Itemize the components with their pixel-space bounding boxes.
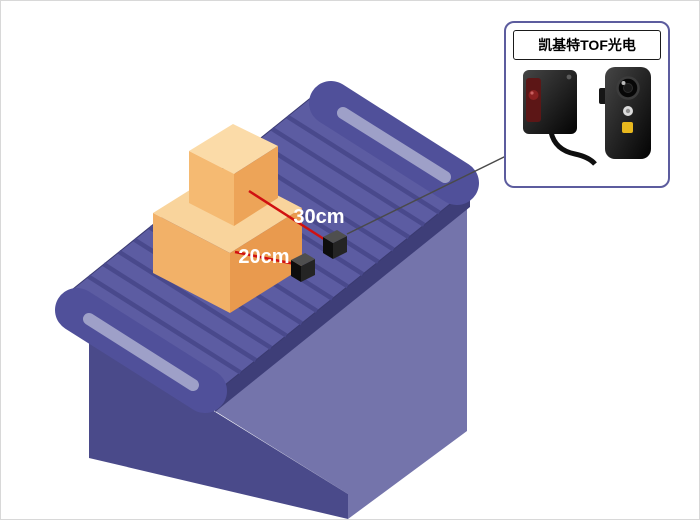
belt-sensor-upper-top-face (323, 230, 347, 243)
cube-sensor-screw (566, 74, 572, 80)
belt-sensor-upper-left-face (323, 237, 333, 259)
left-roller-highlight (83, 313, 199, 391)
belt-sensor-upper (323, 230, 347, 259)
belt-front-side (215, 188, 470, 412)
belt-sensor-lower (291, 253, 315, 282)
box-small-top-face (189, 124, 278, 174)
callout-title-label: 凯基特TOF光电 (538, 37, 636, 53)
flat-sensor-lens-inner (623, 83, 633, 93)
belt-sensor-lower-top-face (291, 253, 315, 266)
belt-sensor-lower-left-face (291, 260, 301, 282)
sensor-callout-panel: 凯基特TOF光电 (504, 21, 670, 188)
measurement-label-upper: 30cm (293, 206, 344, 228)
right-roller-highlight (337, 107, 451, 183)
sensor-cable (548, 131, 597, 166)
belt-sensor-lower-right-face (301, 259, 315, 282)
box-small-right-face (234, 146, 278, 226)
cube-tof-sensor-icon (523, 70, 597, 166)
cube-sensor-lens-glint (530, 91, 534, 95)
flat-tof-sensor-icon (599, 67, 651, 159)
callout-devices (523, 67, 651, 166)
laser-line-upper (248, 189, 328, 243)
measurement-label-lower: 20cm (238, 246, 289, 268)
laser-line-lower (234, 250, 296, 266)
cardboard-box-small (189, 124, 278, 226)
callout-connector-line (346, 155, 507, 235)
flat-sensor-lens-glint (621, 81, 626, 85)
flat-sensor-led-yellow (622, 122, 633, 133)
box-large-right-face (230, 208, 302, 313)
cube-sensor-lens (528, 90, 539, 100)
belt-sensor-upper-right-face (333, 236, 347, 259)
box-large-left-face (153, 213, 230, 313)
box-small-left-face (189, 151, 234, 226)
body-right-face (215, 207, 467, 519)
callout-title-box: 凯基特TOF光电 (513, 30, 661, 60)
flat-sensor-indicator-white-core (625, 108, 631, 114)
